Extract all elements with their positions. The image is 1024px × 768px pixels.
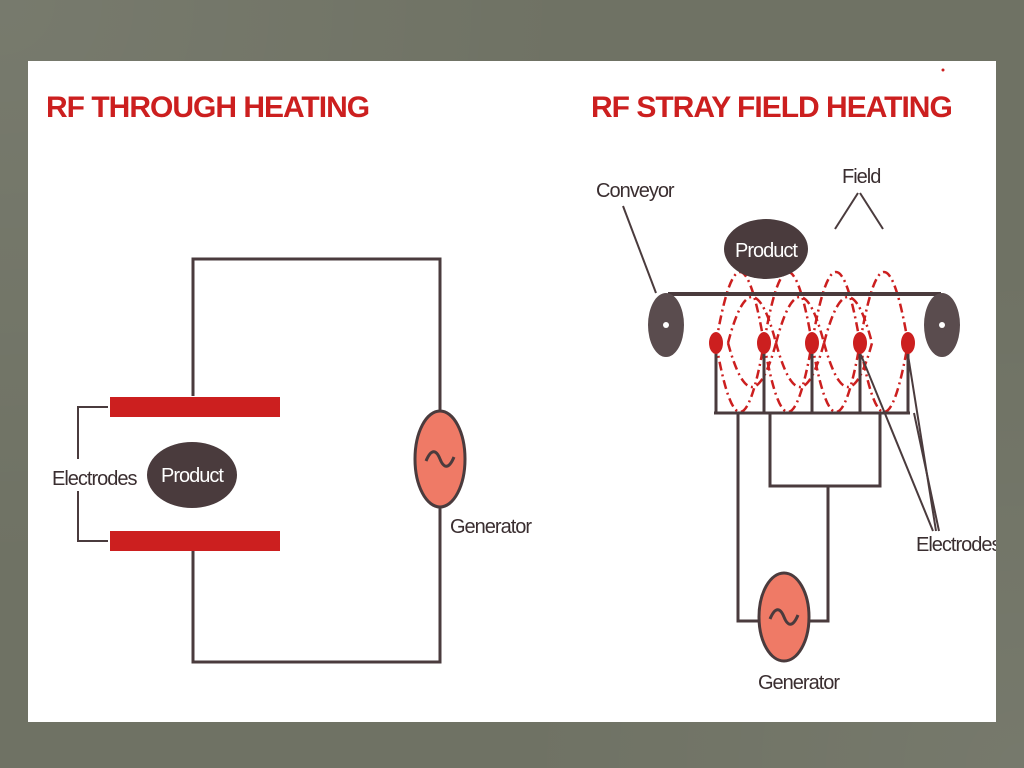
electrodes-bracket-top — [77, 406, 108, 459]
field-lines-lower — [714, 342, 910, 413]
generator-wire-center — [808, 486, 830, 623]
top-electrode — [110, 397, 280, 417]
generator-wire-left — [736, 413, 761, 623]
conveyor-product-shape — [724, 219, 808, 279]
electrode-array — [709, 332, 915, 415]
through-heating-title: RF THROUGH HEATING — [46, 91, 369, 124]
stray-field-heating-title: RF STRAY FIELD HEATING — [591, 91, 952, 124]
electrode-4 — [853, 332, 867, 354]
red-dot-mark — [941, 68, 945, 72]
electrodes-leader-3 — [913, 412, 940, 532]
electrode-3 — [805, 332, 819, 354]
roller-axle-right — [939, 322, 945, 328]
electrodes-label: Electrodes — [52, 468, 137, 490]
electrodes-bracket-bottom — [77, 491, 108, 542]
electrodes-leader-2 — [907, 354, 937, 532]
conveyor-label: Conveyor — [596, 180, 675, 202]
rf-heating-diagram: RF THROUGH HEATING Electrodes Product Ge… — [46, 68, 996, 694]
slide-canvas: RF THROUGH HEATING Electrodes Product Ge… — [28, 61, 996, 722]
generator-label: Generator — [450, 516, 532, 538]
electrode-5 — [901, 332, 915, 354]
stray-sine-wave-icon — [768, 608, 800, 626]
stray-electrodes-label: Electrodes — [916, 534, 996, 556]
field-label: Field — [842, 166, 880, 188]
generator-wire-right — [768, 413, 882, 488]
roller-axle-left — [663, 322, 669, 328]
field-leader-right — [859, 192, 884, 230]
stray-field-heating-diagram: RF STRAY FIELD HEATING Conveyor Field — [591, 91, 996, 694]
electrode-1 — [709, 332, 723, 354]
top-wire — [191, 257, 442, 411]
stray-generator-label: Generator — [758, 672, 840, 694]
product-label: Product — [161, 465, 224, 487]
field-leader-left — [834, 192, 859, 230]
conveyor-product-label: Product — [735, 240, 798, 262]
electrodes-leader-1 — [860, 354, 934, 532]
bottom-wire — [191, 507, 442, 664]
bottom-electrode — [110, 531, 280, 551]
product-shape — [147, 442, 237, 508]
through-heating-diagram: RF THROUGH HEATING Electrodes Product Ge… — [46, 91, 533, 664]
sine-wave-icon — [424, 450, 456, 468]
electrode-2 — [757, 332, 771, 354]
conveyor-leader-line — [622, 205, 657, 294]
